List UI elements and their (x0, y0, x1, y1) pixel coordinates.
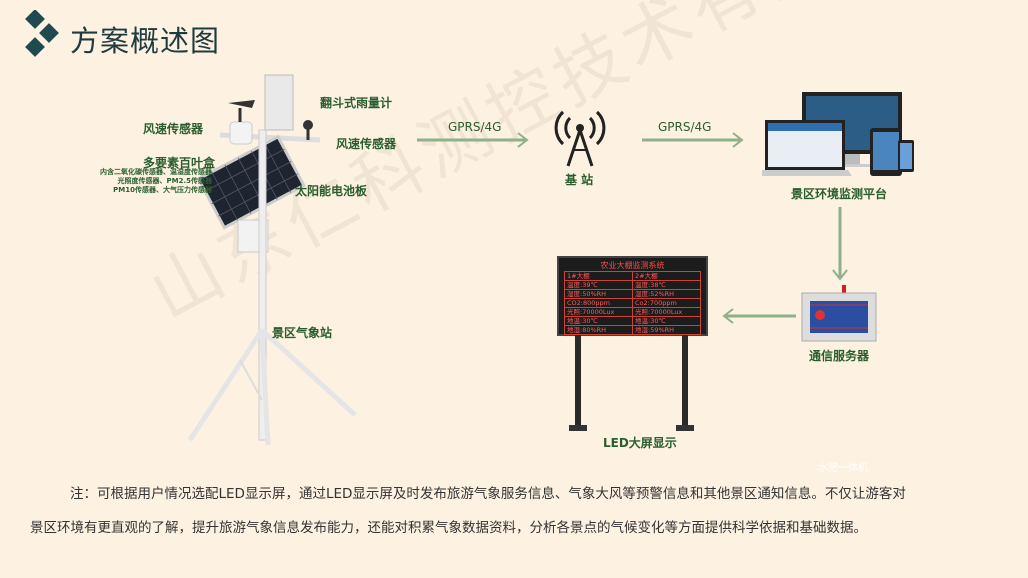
led-cell: 1#大棚 (564, 271, 633, 281)
led-cell: 地湿:59%RH (632, 325, 701, 335)
led-cell: 地温:30℃ (564, 316, 633, 326)
base-station-label: 基 站 (565, 173, 594, 187)
led-cell: 湿度:52%RH (632, 289, 701, 299)
led-cell: 地温:30℃ (632, 316, 701, 326)
led-stand (569, 335, 694, 431)
louver-detail: 光照度传感器、PM2.5传感器 (117, 177, 213, 185)
wind-speed-label-right: 风速传感器 (336, 137, 397, 151)
led-cell: CO2:800ppm (564, 298, 633, 308)
left-arrow-icon (722, 308, 796, 324)
weather-station-image (187, 74, 357, 446)
note-line-2: 景区环境有更直观的了解，提升旅游气象信息发布能力，还能对积累气象数据资料，分析各… (30, 520, 867, 536)
server-label: 通信服务器 (809, 349, 870, 363)
link2-label: GPRS/4G (658, 120, 712, 134)
led-cell: 湿度:50%RH (564, 289, 633, 299)
led-cell: 温度:39℃ (564, 280, 633, 290)
led-cell: Co2:700ppm (632, 298, 701, 308)
led-title: 农业大棚监测系统 (600, 261, 665, 270)
down-arrow-icon (832, 207, 848, 281)
louver-detail: 内含二氧化碳传感器、温湿度传感器 (100, 168, 212, 176)
link1-label: GPRS/4G (448, 120, 502, 134)
note-line-1: 注：可根据用户情况选配LED显示屏，通过LED显示屏及时发布旅游气象服务信息、气… (70, 486, 906, 502)
rain-gauge-label: 翻斗式雨量计 (320, 96, 393, 110)
base-station-icon (554, 110, 606, 167)
led-cell: 温度:38℃ (632, 280, 701, 290)
platform-label: 景区环境监测平台 (791, 187, 888, 201)
logo-diamonds-icon (25, 10, 59, 57)
wind-speed-label-left: 风速传感器 (143, 122, 204, 136)
louver-box-label: 多要素百叶盒 (143, 156, 216, 170)
louver-detail: PM10传感器、大气压力传感器 (113, 186, 212, 194)
led-cell: 光照:70000Lux (564, 307, 633, 317)
monitoring-devices-image (762, 92, 914, 176)
right-arrow-icon (642, 132, 744, 148)
led-cell: 2#大棚 (632, 271, 701, 281)
page-title: 方案概述图 (70, 24, 221, 58)
faint-label: 水肥一体机 (818, 463, 868, 474)
led-cell: 地湿:80%RH (564, 325, 633, 335)
right-arrow-icon (417, 132, 529, 148)
led-cell: 光照:70000Lux (632, 307, 701, 317)
station-name: 景区气象站 (272, 326, 333, 340)
led-label: LED大屏显示 (603, 436, 677, 450)
communication-server-image (801, 285, 877, 342)
solar-panel-label: 太阳能电池板 (295, 184, 368, 198)
